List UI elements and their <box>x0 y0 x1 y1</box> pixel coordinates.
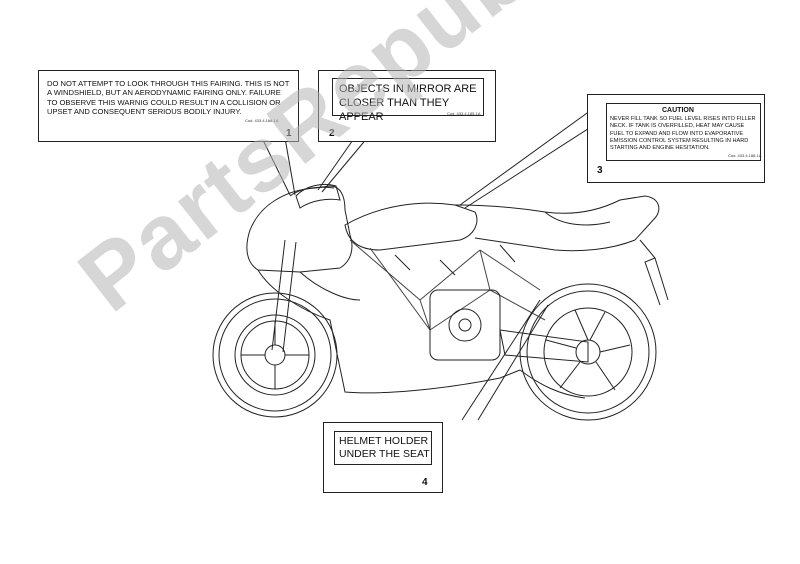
label-3-line: FUEL TO EXPAND AND FLOW INTO EVAPORATIVE <box>610 130 744 137</box>
label-2-line: OBJECTS IN MIRROR ARE <box>339 83 477 95</box>
front-wheel <box>212 292 338 418</box>
label-2-text: OBJECTS IN MIRROR ARE CLOSER THAN THEY A… <box>339 83 495 124</box>
label-4-number: 4 <box>422 477 428 488</box>
label-3-text: NEVER FILL TANK SO FUEL LEVEL RISES INTO… <box>610 116 755 152</box>
label-2-number: 2 <box>329 128 335 139</box>
label-3-line: NECK. IF TANK IS OVERFILLED, HEAT MAY CA… <box>610 123 745 130</box>
label-1-box: DO NOT ATTEMPT TO LOOK THROUGH THIS FAIR… <box>38 70 299 142</box>
label-3-inner <box>606 103 761 161</box>
label-1-text: DO NOT ATTEMPT TO LOOK THROUGH THIS FAIR… <box>47 79 289 117</box>
label-2-box: OBJECTS IN MIRROR ARE CLOSER THAN THEY A… <box>318 70 496 142</box>
label-2-inner <box>332 78 484 116</box>
label-2-line: CLOSER THAN THEY APPEAR <box>339 96 450 123</box>
label-3-code: Cod. 433.4.188.1A <box>728 153 762 158</box>
label-1-line: A WINDSHIELD, BUT AN AERODYNAMIC FAIRING… <box>47 88 281 98</box>
rear-wheel <box>519 283 657 421</box>
label-3-line: NEVER FILL TANK SO FUEL LEVEL RISES INTO… <box>610 116 756 122</box>
label-1-line: DO NOT ATTEMPT TO LOOK THROUGH THIS FAIR… <box>47 79 290 88</box>
label-4-line: UNDER THE SEAT <box>339 448 430 461</box>
label-4-box: HELMET HOLDER UNDER THE SEAT 4 <box>323 422 443 493</box>
label-1-code: Cod. 433.4.168.1A <box>245 118 279 123</box>
label-4-inner <box>334 431 432 465</box>
label-3-heading: CAUTION <box>662 107 694 114</box>
label-4-text: HELMET HOLDER UNDER THE SEAT <box>339 435 430 461</box>
label-3-number: 3 <box>597 165 603 176</box>
label-1-line: TO OBSERVE THIS WARNIG COULD RESULT IN A… <box>47 97 281 107</box>
label-3-line: EMISSION CONTROL SYSTEM RESULTING IN HAR… <box>610 137 749 144</box>
label-3-box: CAUTION NEVER FILL TANK SO FUEL LEVEL RI… <box>587 94 765 183</box>
label-3-line: STARTING AND ENGINE HESITATION. <box>610 145 710 152</box>
leader-lines <box>261 107 595 421</box>
label-1-line: UPSET AND CONSEQUENT SERIOUS BODILY INJU… <box>47 107 242 117</box>
label-4-line: HELMET HOLDER <box>339 435 429 447</box>
label-1-number: 1 <box>286 128 292 139</box>
label-2-code: Cod. 433.4.185.1A <box>447 111 481 116</box>
